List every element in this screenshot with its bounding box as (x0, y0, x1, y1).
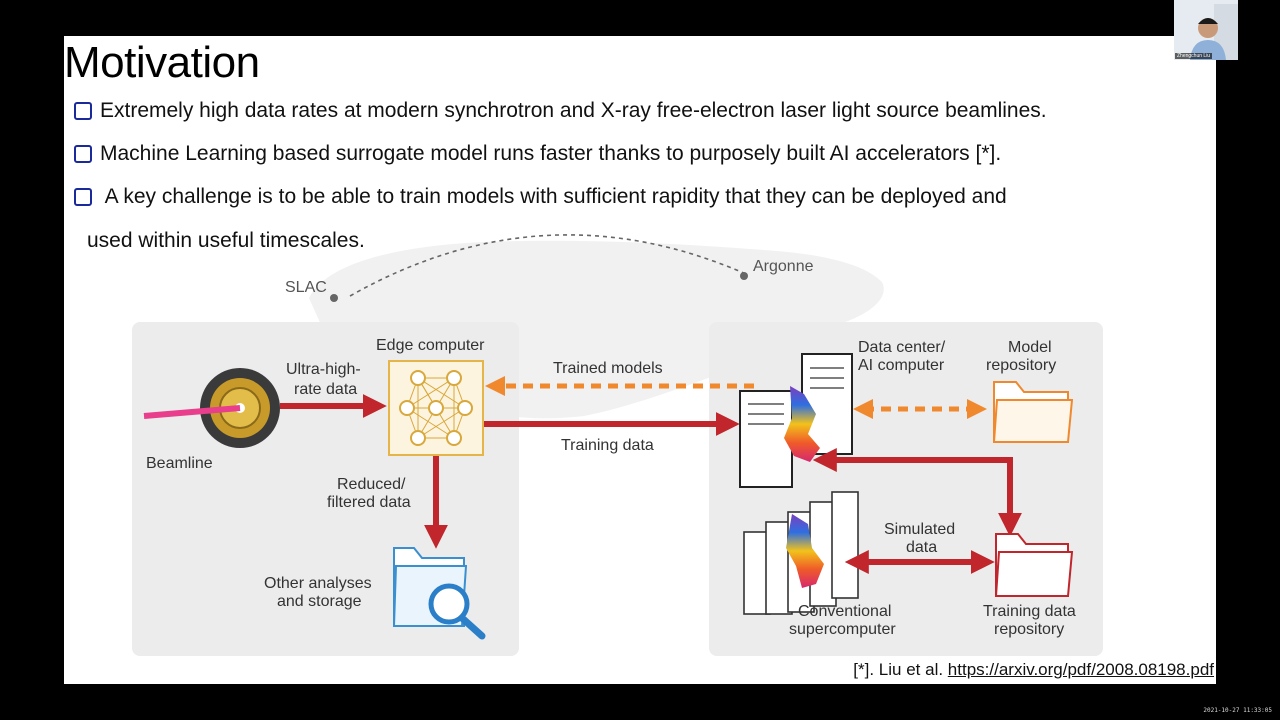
slide-title: Motivation (64, 38, 260, 87)
sim-label-2: data (906, 539, 937, 556)
tdr-label-1: Training data (983, 603, 1076, 620)
sim-label-1: Simulated (884, 521, 955, 538)
bullet-1-text: Extremely high data rates at modern sync… (100, 99, 1047, 122)
supercomputer-icon (743, 491, 859, 615)
participant-name: Zhengchun Liu (1175, 53, 1213, 59)
beamline-label: Beamline (146, 455, 213, 472)
checkbox-bullet-icon (74, 188, 92, 206)
arrow-training-repo-loop (812, 448, 1022, 537)
argonne-marker (740, 272, 748, 280)
participant-video-tile[interactable]: Zhengchun Liu (1174, 0, 1238, 60)
citation: [*]. Liu et al. https://arxiv.org/pdf/20… (853, 660, 1214, 680)
dc-label-2: AI computer (858, 357, 945, 374)
dc-label-1: Data center/ (858, 339, 946, 356)
model-repo-label-2: repository (986, 357, 1056, 374)
beamline-detector-icon (200, 368, 280, 448)
edge-label: Edge computer (376, 337, 485, 354)
bullet-2: Machine Learning based surrogate model r… (74, 142, 1001, 166)
citation-link[interactable]: https://arxiv.org/pdf/2008.08198.pdf (947, 660, 1214, 679)
connection-arc (349, 234, 747, 297)
trained-models-label: Trained models (553, 360, 663, 377)
model-repo-label-1: Model (1008, 339, 1052, 356)
bullet-3-continuation: used within useful timescales. (87, 229, 365, 252)
presentation-slide: Motivation Extremely high data rates at … (64, 36, 1216, 684)
bullet-3-text: A key challenge is to be able to train m… (100, 185, 1007, 208)
training-repository-folder-icon (994, 533, 1074, 597)
map-label-argonne: Argonne (753, 258, 814, 275)
ai-computer-icon (739, 353, 853, 488)
reduced-label-1: Reduced/ (337, 476, 406, 493)
bullet-3: A key challenge is to be able to train m… (74, 185, 1007, 209)
workflow-diagram: SLAC Argonne Beamline Ultra-high- rate d… (132, 234, 1103, 656)
training-data-label: Training data (561, 437, 654, 454)
search-icon (428, 583, 486, 640)
ultra-label-2: rate data (294, 381, 357, 398)
xray-beam (143, 405, 241, 419)
tdr-label-2: repository (994, 621, 1064, 638)
slac-marker (330, 294, 338, 302)
reduced-label-2: filtered data (327, 494, 411, 511)
checkbox-bullet-icon (74, 102, 92, 120)
conv-label-1: Conventional (798, 603, 891, 620)
bullet-2-text: Machine Learning based surrogate model r… (100, 142, 1002, 165)
participant-avatar (1174, 0, 1238, 60)
conv-label-2: supercomputer (789, 621, 896, 638)
recording-timestamp: 2021-10-27 11:33:05 (1203, 707, 1272, 714)
model-repository-folder-icon (992, 381, 1074, 443)
checkbox-bullet-icon (74, 145, 92, 163)
bullet-1: Extremely high data rates at modern sync… (74, 99, 1047, 123)
other-label-2: and storage (277, 593, 362, 610)
ultra-label-1: Ultra-high- (286, 361, 361, 378)
other-label-1: Other analyses (264, 575, 372, 592)
map-label-slac: SLAC (285, 279, 327, 296)
citation-text: [*]. Liu et al. (853, 660, 948, 679)
